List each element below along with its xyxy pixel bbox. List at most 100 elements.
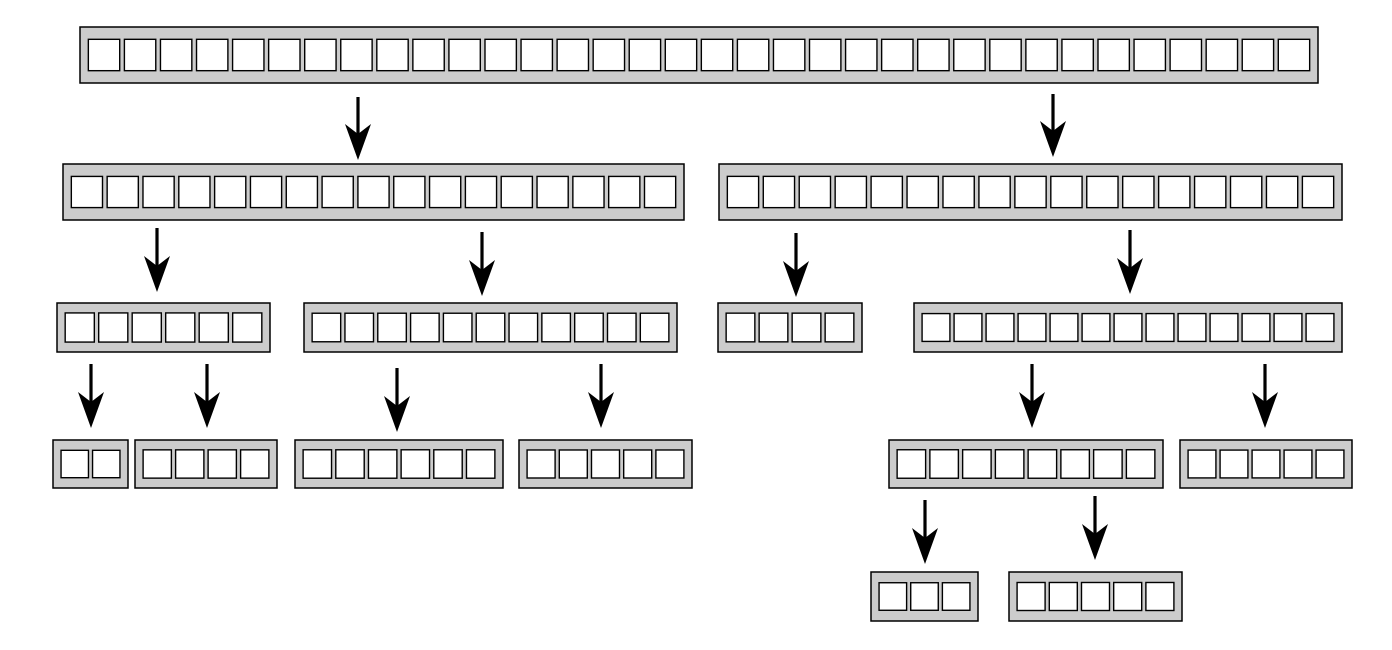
arrow-head <box>1252 392 1278 428</box>
array-cell <box>1265 175 1299 209</box>
array-cell <box>131 312 163 343</box>
array-cell <box>878 582 908 611</box>
array-cell <box>433 449 463 479</box>
array-cell <box>64 312 96 343</box>
array-bar-root <box>79 26 1319 84</box>
arrow-head <box>912 528 938 564</box>
array-cell <box>870 175 904 209</box>
array-cell <box>1145 581 1175 612</box>
array-cell <box>1050 175 1083 209</box>
array-cell <box>508 312 539 343</box>
array-cell <box>985 312 1015 343</box>
array-cell <box>1016 581 1046 612</box>
array-left-left <box>56 302 271 353</box>
array-cell <box>1187 449 1217 479</box>
array-cell <box>726 175 760 209</box>
array-cell <box>520 38 554 72</box>
array-cell <box>464 175 498 209</box>
array-cell <box>917 38 950 72</box>
array-cell <box>1315 449 1345 479</box>
array-cell <box>906 175 940 209</box>
array-cell <box>142 449 173 479</box>
array-cell <box>344 312 375 343</box>
array-right-left <box>717 302 863 353</box>
array-cell <box>606 312 637 343</box>
array-cell <box>1048 581 1079 612</box>
array-cell <box>961 449 992 479</box>
array-cell <box>942 175 975 209</box>
array-cell <box>159 38 193 72</box>
down-arrow-icon <box>144 228 170 292</box>
down-arrow-icon <box>78 364 104 428</box>
down-arrow-icon <box>1252 364 1278 428</box>
array-cell <box>572 175 605 209</box>
array-cell <box>772 38 806 72</box>
arrow-head <box>194 392 220 428</box>
array-cell <box>607 175 641 209</box>
down-arrow-icon <box>912 500 938 564</box>
arrow-head <box>1117 258 1143 294</box>
array-cell <box>700 38 734 72</box>
array-cell <box>1086 175 1119 209</box>
array-cell <box>400 449 431 479</box>
arrow-head <box>588 392 614 428</box>
array-cell <box>1229 175 1263 209</box>
arrow-head <box>783 261 809 297</box>
array-cell <box>953 38 986 72</box>
array-cell <box>195 38 229 72</box>
array-cell <box>1081 312 1111 343</box>
array-cell <box>1193 175 1227 209</box>
arrow-head <box>1019 392 1045 428</box>
array-cell <box>340 38 373 72</box>
array-cell <box>921 312 951 343</box>
array-cell <box>880 38 914 72</box>
array-cell <box>70 175 104 209</box>
array-cell <box>1112 581 1143 612</box>
arrow-head <box>1040 121 1066 157</box>
array-cell <box>1241 312 1271 343</box>
array-cell <box>198 312 230 343</box>
arrow-head <box>1082 524 1108 560</box>
array-left-left-left <box>52 439 129 489</box>
array-cell <box>1169 38 1203 72</box>
array-cell <box>393 175 426 209</box>
array-cell <box>536 175 569 209</box>
array-left-right-left <box>294 439 504 489</box>
array-cell <box>409 312 440 343</box>
array-cell <box>834 175 868 209</box>
array-cell <box>844 38 878 72</box>
array-left-right <box>303 302 678 353</box>
array-cell <box>285 175 319 209</box>
array-cell <box>123 38 157 72</box>
down-arrow-icon <box>588 364 614 428</box>
array-cell <box>1283 449 1313 479</box>
array-cell <box>558 449 588 479</box>
array-cell <box>573 312 604 343</box>
array-cell <box>500 175 534 209</box>
array-cell <box>896 449 927 479</box>
array-cell <box>978 175 1011 209</box>
array-right <box>718 163 1343 221</box>
array-cell <box>639 312 670 343</box>
array-cell <box>1209 312 1239 343</box>
array-cell <box>448 38 481 72</box>
array-cell <box>664 38 698 72</box>
array-cell <box>643 175 677 209</box>
array-cell <box>367 449 398 479</box>
array-cell <box>302 449 333 479</box>
array-cell <box>442 312 473 343</box>
array-cell <box>736 38 770 72</box>
array-cell <box>412 38 445 72</box>
down-arrow-icon <box>1040 94 1066 157</box>
array-cell <box>1049 312 1079 343</box>
array-cell <box>178 175 211 209</box>
array-cell <box>1025 38 1058 72</box>
array-cell <box>929 449 960 479</box>
array-cell <box>1017 312 1047 343</box>
array-cell <box>655 449 685 479</box>
array-cell <box>357 175 390 209</box>
arrow-head <box>345 124 371 160</box>
array-cell <box>953 312 983 343</box>
array-cell <box>1060 449 1091 479</box>
array-cell <box>1177 312 1207 343</box>
